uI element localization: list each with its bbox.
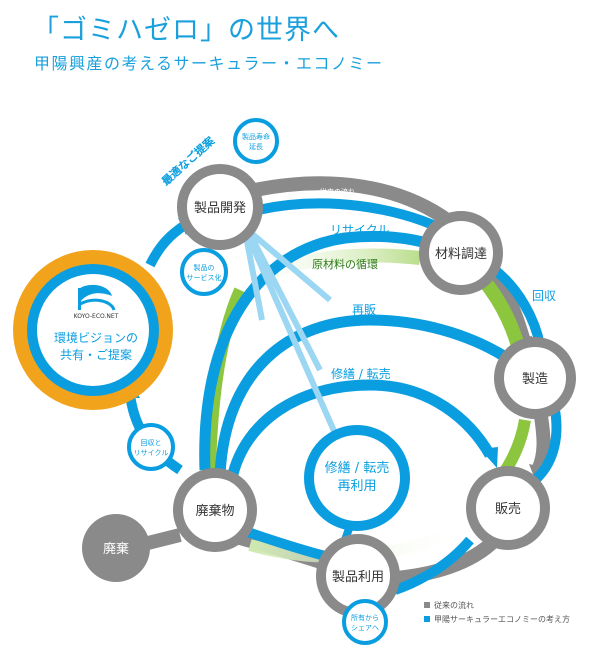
legend-label: 甲陽サーキュラーエコノミーの考え方 (434, 614, 570, 624)
proposal-rays (243, 229, 341, 442)
logo-text: KOYO-ECO.NET (74, 313, 119, 320)
node-waste: 廃棄物 (173, 468, 257, 552)
legend-label: 従来の流れ (434, 600, 474, 610)
reuse-label-1: 修繕 / 転売 (325, 460, 390, 476)
legend-swatch-gray (424, 602, 430, 608)
svg-text:材料調達: 材料調達 (435, 247, 487, 262)
svg-text:販売: 販売 (495, 501, 521, 517)
reuse-circle (304, 425, 410, 531)
svg-text:延長: 延長 (249, 142, 263, 151)
resale-label: 再販 (352, 303, 376, 317)
bubble-ownership-to-share: 所有から シェアへ (342, 599, 388, 645)
svg-text:廃棄: 廃棄 (103, 541, 129, 557)
svg-text:シェアへ: シェアへ (351, 624, 379, 632)
bubble-collect-recycle: 回収と リサイクル (127, 423, 175, 471)
bubble-life-extension: 製品寿命 延長 (233, 118, 279, 164)
svg-text:製品利用: 製品利用 (332, 570, 384, 585)
node-material-procurement: 材料調達 (419, 211, 503, 295)
svg-text:回収と: 回収と (141, 439, 162, 447)
repair-label: 修繕 / 転売 (331, 366, 391, 381)
recycle-label: リサイクル (330, 223, 389, 237)
legend: 従来の流れ 甲陽サーキュラーエコノミーの考え方 (424, 598, 570, 626)
svg-text:サービス化: サービス化 (187, 273, 222, 282)
bubble-servitization: 製品の サービス化 (180, 248, 228, 296)
vision-label-2: 共有・ご提案 (60, 347, 132, 362)
svg-text:所有から: 所有から (351, 613, 379, 622)
svg-text:製品の: 製品の (194, 263, 215, 272)
vision-circle (37, 274, 149, 386)
legend-item-conventional: 従来の流れ (424, 598, 570, 612)
reuse-label-2: 再利用 (337, 479, 376, 494)
page-subtitle: 甲陽興産の考えるサーキュラー・エコノミー (34, 54, 384, 73)
svg-text:廃棄物: 廃棄物 (195, 503, 234, 519)
svg-text:リサイクル: リサイクル (134, 449, 169, 457)
legend-swatch-blue (424, 616, 430, 622)
vision-label-1: 環境ビジョンの (54, 330, 138, 345)
page-title: 「ゴミハゼロ」の世界へ (32, 15, 340, 46)
node-manufacturing: 製造 (494, 337, 576, 419)
legend-item-circular: 甲陽サーキュラーエコノミーの考え方 (424, 612, 570, 626)
conventional-flow-label: 従来の流れ (320, 187, 355, 196)
collect-label: 回収 (532, 289, 556, 303)
node-product-development: 製品開発 (177, 164, 263, 250)
material-cycle-label: 原材料の循環 (312, 257, 378, 271)
svg-text:製品開発: 製品開発 (194, 201, 246, 216)
koyo-eco-logo-icon (78, 284, 116, 311)
node-disposal: 廃棄 (82, 514, 150, 582)
svg-text:製造: 製造 (522, 372, 548, 387)
svg-text:製品寿命: 製品寿命 (242, 132, 270, 141)
node-sales: 販売 (466, 466, 550, 550)
